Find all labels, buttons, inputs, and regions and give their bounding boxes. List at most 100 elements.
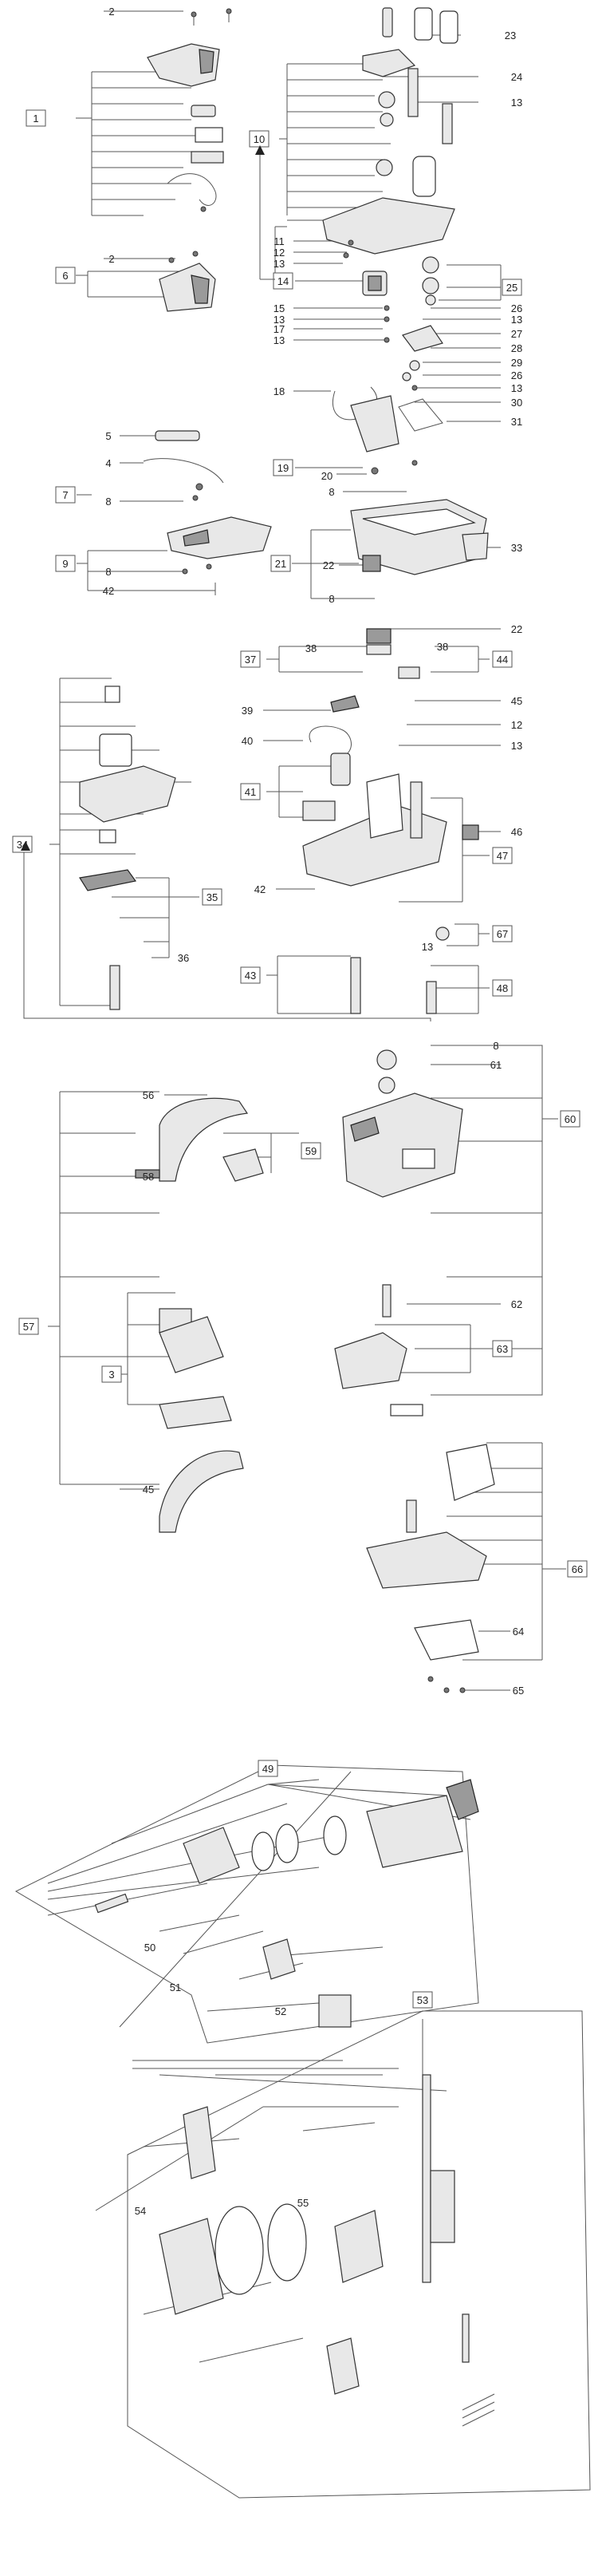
- callout-label: 8: [105, 566, 111, 578]
- callout-label: 13: [511, 382, 522, 394]
- callout-box: [492, 979, 513, 997]
- callout-label: 13: [273, 258, 285, 270]
- callout-box: [492, 847, 513, 864]
- callout-55: 55: [297, 2197, 309, 2209]
- callout-label: 31: [511, 416, 522, 428]
- callout-label: 49: [262, 1763, 273, 1775]
- callout-label: 6: [62, 270, 68, 282]
- callout-57: 57: [18, 1318, 39, 1335]
- callout-61: 61: [490, 1059, 502, 1071]
- callout-44: 44: [492, 650, 513, 668]
- callout-62: 62: [511, 1298, 522, 1310]
- callout-box: [567, 1560, 588, 1578]
- callout-8: 8: [329, 486, 334, 498]
- callout-49: 49: [258, 1760, 278, 1777]
- callout-11: 11: [273, 235, 285, 247]
- callout-label: 13: [511, 740, 522, 752]
- callout-box: [273, 272, 293, 290]
- column-part: [79, 685, 176, 1010]
- callout-12: 12: [511, 719, 522, 731]
- callout-36: 36: [178, 952, 189, 964]
- callout-label: 8: [493, 1040, 498, 1052]
- callout-box: [55, 267, 76, 284]
- callout-label: 47: [497, 850, 508, 862]
- callout-63: 63: [492, 1340, 513, 1357]
- callout-label: 66: [572, 1563, 583, 1575]
- callout-label: 40: [242, 735, 253, 747]
- callout-label: 12: [511, 719, 522, 731]
- callout-30: 30: [511, 397, 522, 409]
- callout-label: 2: [108, 253, 114, 265]
- motor-stack-part: [322, 7, 458, 259]
- callout-label: 41: [245, 786, 256, 798]
- callout-8: 8: [329, 593, 334, 605]
- callout-label: 1: [33, 113, 38, 124]
- callout-label: 21: [275, 558, 286, 570]
- callout-1: 1: [26, 109, 46, 127]
- callout-label: 13: [273, 334, 285, 346]
- callout-label: 13: [511, 314, 522, 326]
- callout-label: 38: [437, 641, 448, 653]
- callout-8: 8: [105, 496, 111, 508]
- callout-6: 6: [55, 267, 76, 284]
- callout-27: 27: [511, 328, 522, 340]
- callout-54: 54: [135, 2205, 146, 2217]
- callout-label: 50: [144, 1942, 155, 1954]
- callout-label: 9: [62, 558, 68, 570]
- callout-label: 3: [108, 1369, 114, 1381]
- callout-46: 46: [511, 826, 522, 838]
- callout-box: [270, 555, 291, 572]
- callout-label: 42: [103, 585, 114, 597]
- callout-labels: 1223241310621112131425151317132613272829…: [12, 6, 588, 2217]
- callout-box: [240, 650, 261, 668]
- callout-41: 41: [240, 783, 261, 800]
- callout-50: 50: [144, 1942, 155, 1954]
- callout-label: 45: [143, 1484, 154, 1495]
- callout-label: 13: [422, 941, 433, 953]
- callout-label: 17: [273, 323, 285, 335]
- callout-4: 4: [105, 457, 111, 469]
- callout-2: 2: [108, 6, 114, 18]
- callout-21: 21: [270, 555, 291, 572]
- callout-label: 53: [417, 1994, 428, 2006]
- callout-label: 2: [108, 6, 114, 18]
- callout-label: 48: [497, 982, 508, 994]
- callout-box: [273, 459, 293, 476]
- callout-40: 40: [242, 735, 253, 747]
- cable-bracket-part: [332, 386, 418, 475]
- callout-42: 42: [254, 883, 266, 895]
- callout-38: 38: [437, 641, 448, 653]
- callout-label: 13: [273, 314, 285, 326]
- callout-box: [492, 925, 513, 942]
- callout-56: 56: [143, 1089, 154, 1101]
- callout-13: 13: [273, 258, 285, 270]
- callout-label: 23: [505, 30, 516, 41]
- callout-label: 58: [143, 1171, 154, 1183]
- callout-label: 15: [273, 302, 285, 314]
- callout-13: 13: [422, 941, 433, 953]
- callout-18: 18: [273, 385, 285, 397]
- callout-label: 38: [305, 642, 317, 654]
- callout-label: 4: [105, 457, 111, 469]
- carry-handle-part: [135, 1097, 264, 1533]
- callout-box: [202, 888, 222, 906]
- callout-box: [258, 1760, 278, 1777]
- leader-lines: [23, 10, 566, 2363]
- callout-box: [55, 486, 76, 504]
- upper-housing-part: [334, 1049, 463, 1416]
- base-plate-part: [167, 516, 272, 595]
- callout-23: 23: [505, 30, 516, 41]
- callout-26: 26: [511, 369, 522, 381]
- callout-label: 62: [511, 1298, 522, 1310]
- callout-box: [492, 1340, 513, 1357]
- arrow-icon: [21, 145, 275, 851]
- callout-label: 29: [511, 357, 522, 369]
- callout-label: 27: [511, 328, 522, 340]
- callout-14: 14: [273, 272, 293, 290]
- callout-label: 20: [321, 470, 333, 482]
- callout-19: 19: [273, 459, 293, 476]
- callout-48: 48: [492, 979, 513, 997]
- callout-22: 22: [323, 559, 334, 571]
- callout-39: 39: [242, 705, 253, 717]
